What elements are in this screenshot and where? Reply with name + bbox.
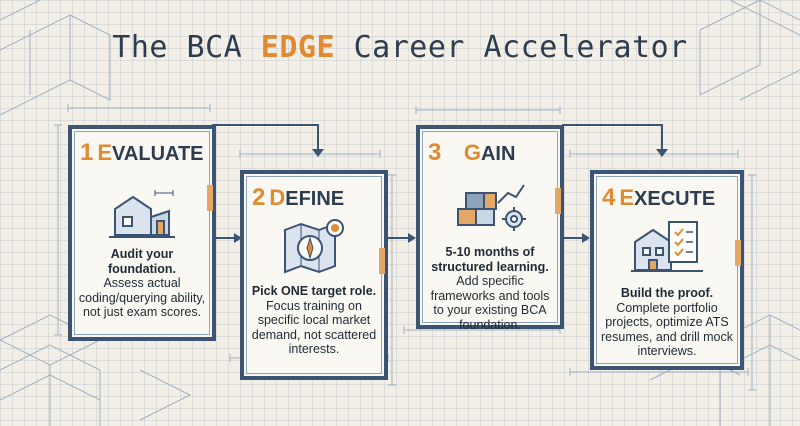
building-checklist-icon [631,221,703,272]
step-description: Build the proof. Complete portfolio proj… [598,286,736,359]
house-blueprint-icon [109,190,175,238]
step-header: 3 GAIN [428,139,554,167]
card-tab [379,248,385,274]
card-tab [735,240,741,266]
step-title: VALUATE [112,143,204,165]
step-description-bold: Audit your foundation. [107,247,177,276]
step-number: 3 [428,139,442,166]
step-lead-letter: D [269,185,286,210]
step-description-bold: 5-10 months of structured learning. [431,245,549,274]
step-title: XECUTE [634,188,716,210]
card-tab [555,188,561,214]
step-number: 1 [80,139,94,166]
title-highlight: EDGE [260,30,336,65]
step-number: 2 [252,184,266,211]
step-description-text: Add specific frameworks and tools to you… [430,274,550,332]
step-lead-letter: G [463,140,481,165]
step-number: 4 [602,184,616,211]
step-lead-letter: E [619,185,635,210]
card-tab [207,185,213,211]
step-description-text: Focus training on specific local market … [251,298,377,357]
step-description-text: Assess actual coding/querying ability, n… [78,276,206,319]
step-title: EFINE [285,188,345,210]
title-post: Career Accelerator [335,30,688,65]
step-description: 5-10 months of structured learning. Add … [424,245,556,332]
step-description-text: Complete portfolio projects, optimize AT… [601,300,733,359]
step-description-bold: Build the proof. [620,286,714,300]
step-description: Pick ONE target role. Focus training on … [248,284,380,357]
step-card-gain: 3 GAIN 5-10 months of structured learnin… [416,125,564,332]
step-description: Audit your foundation. Assess actual cod… [76,247,208,320]
step-title: AIN [480,143,516,165]
blocks-gears-icon [457,184,526,231]
step-description-bold: Pick ONE target role. [251,284,377,298]
map-compass-target-icon [284,219,344,274]
step-lead-letter: E [97,140,113,165]
page-title: The BCA EDGE Career Accelerator [0,30,800,65]
title-pre: The BCA [112,30,261,65]
